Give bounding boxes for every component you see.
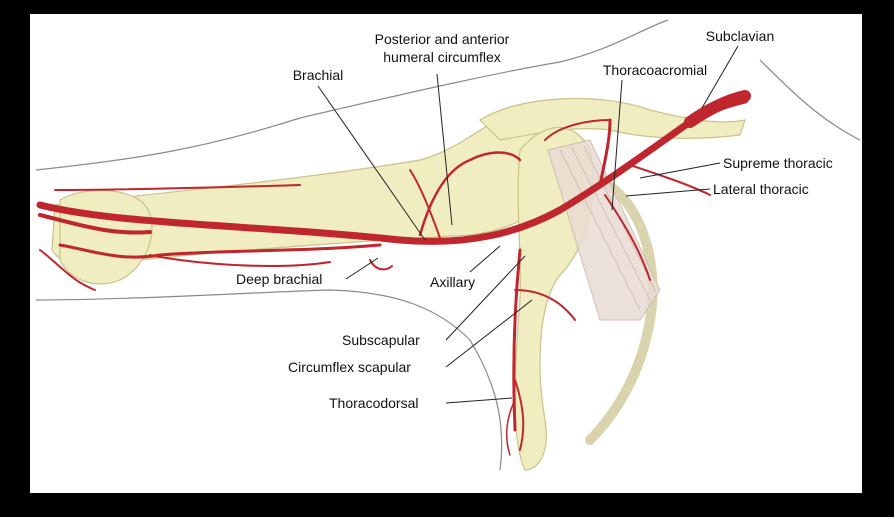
leader-lines — [317, 45, 739, 404]
labels: Posterior and anterior humeral circumfle… — [236, 28, 833, 411]
label-subscapular: Subscapular — [342, 332, 420, 348]
label-brachial: Brachial — [293, 67, 344, 83]
label-subclavian: Subclavian — [706, 28, 775, 44]
body-outline — [35, 19, 861, 471]
label-lateral-thoracic: Lateral thoracic — [713, 181, 809, 197]
label-deep-brachial: Deep brachial — [236, 271, 322, 287]
arm-arteries-illustration: Posterior and anterior humeral circumfle… — [35, 19, 861, 471]
label-posterior-anterior-line1: Posterior and anterior — [375, 31, 510, 47]
label-circumflex-scapular: Circumflex scapular — [288, 359, 411, 375]
label-supreme-thoracic: Supreme thoracic — [723, 155, 833, 171]
subclavian-end — [684, 90, 751, 128]
label-axillary: Axillary — [430, 274, 475, 290]
label-thoracodorsal: Thoracodorsal — [329, 395, 419, 411]
diagram-canvas: Posterior and anterior humeral circumfle… — [30, 14, 862, 493]
arteries — [36, 90, 751, 456]
label-thoracoacromial: Thoracoacromial — [603, 62, 707, 78]
label-posterior-anterior-line2: humeral circumflex — [383, 49, 500, 65]
